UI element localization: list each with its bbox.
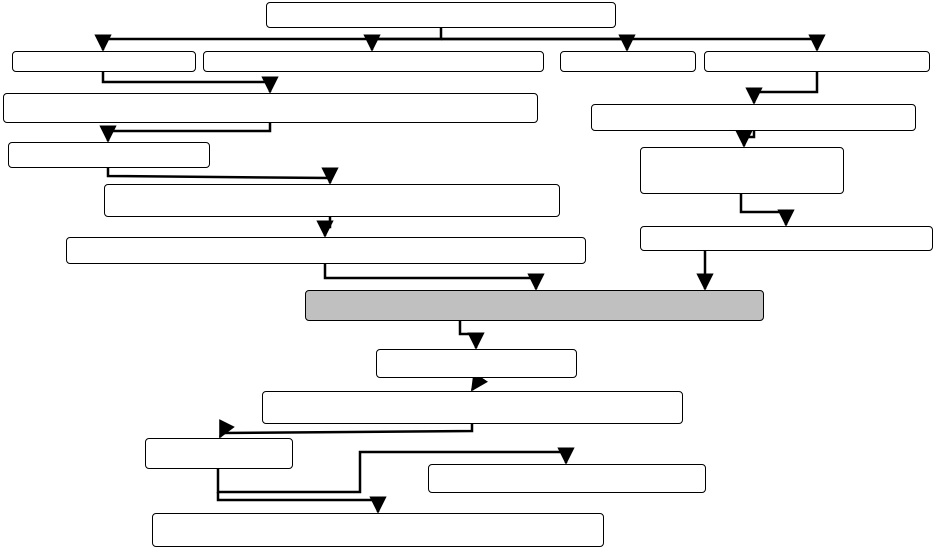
edge-left-long-to-merge [323,264,545,291]
flow-box-right-bottom [640,226,933,251]
flow-box-label [9,143,209,167]
edge-left-mid-to-left-long [316,217,334,238]
flow-box-label [641,148,843,193]
flow-box-merge [305,290,764,321]
edge-lower-wide-to-lower-small [218,418,474,439]
flow-box-right-wide [591,104,916,131]
edge-l1-a-to-left-wide [101,72,279,94]
edge-right-tall-to-right-bottom [739,194,795,227]
flow-box-label [641,227,932,250]
flow-box-label [153,514,603,546]
edge-right-wide-to-right-tall [735,130,756,148]
edge-top-to-l1-b [363,34,441,52]
edge-after-merge-to-lower-wide [470,372,489,392]
flow-box-label [592,105,915,130]
flow-box-label [13,52,195,71]
flow-box-l1-c [560,51,696,72]
flow-box-label [561,52,695,71]
flow-box-label [377,350,576,377]
edge-top-to-l1-c [441,34,636,52]
flow-box-label [267,3,615,27]
flow-box-label [146,439,292,468]
flow-box-label [429,465,705,492]
flow-box-after-merge [376,349,577,378]
flow-box-l1-d [704,51,930,72]
edge-left-wide-to-left-small [99,123,272,143]
edge-merge-to-after-merge [458,321,485,350]
edge-l1-d-to-right-wide [745,72,819,105]
flow-box-l1-b [203,51,544,72]
flow-box-left-wide [3,93,538,123]
flow-box-label [67,238,585,263]
flow-box-label [105,185,559,216]
flow-box-label [204,52,543,71]
flow-box-lower-wide [262,391,683,424]
flow-box-l1-a [12,51,196,72]
flow-box-left-small [8,142,210,168]
edge-left-small-to-left-mid [106,167,339,185]
flow-box-top [266,2,616,28]
flow-box-left-long [66,237,586,264]
edge-lower-small-to-lower-right [216,447,575,494]
edge-top-to-l1-a [94,28,443,52]
flow-box-lower-right [428,464,706,493]
flow-box-left-mid [104,184,560,217]
edge-lower-small-to-final [216,492,387,514]
flow-box-final [152,513,604,547]
flow-box-label [306,291,763,320]
flow-box-label [4,94,537,122]
flow-box-right-tall [640,147,844,194]
edge-top-to-l1-d [441,34,826,52]
flow-box-lower-small [145,438,293,469]
flow-box-label [705,52,929,71]
flow-box-label [263,392,682,423]
